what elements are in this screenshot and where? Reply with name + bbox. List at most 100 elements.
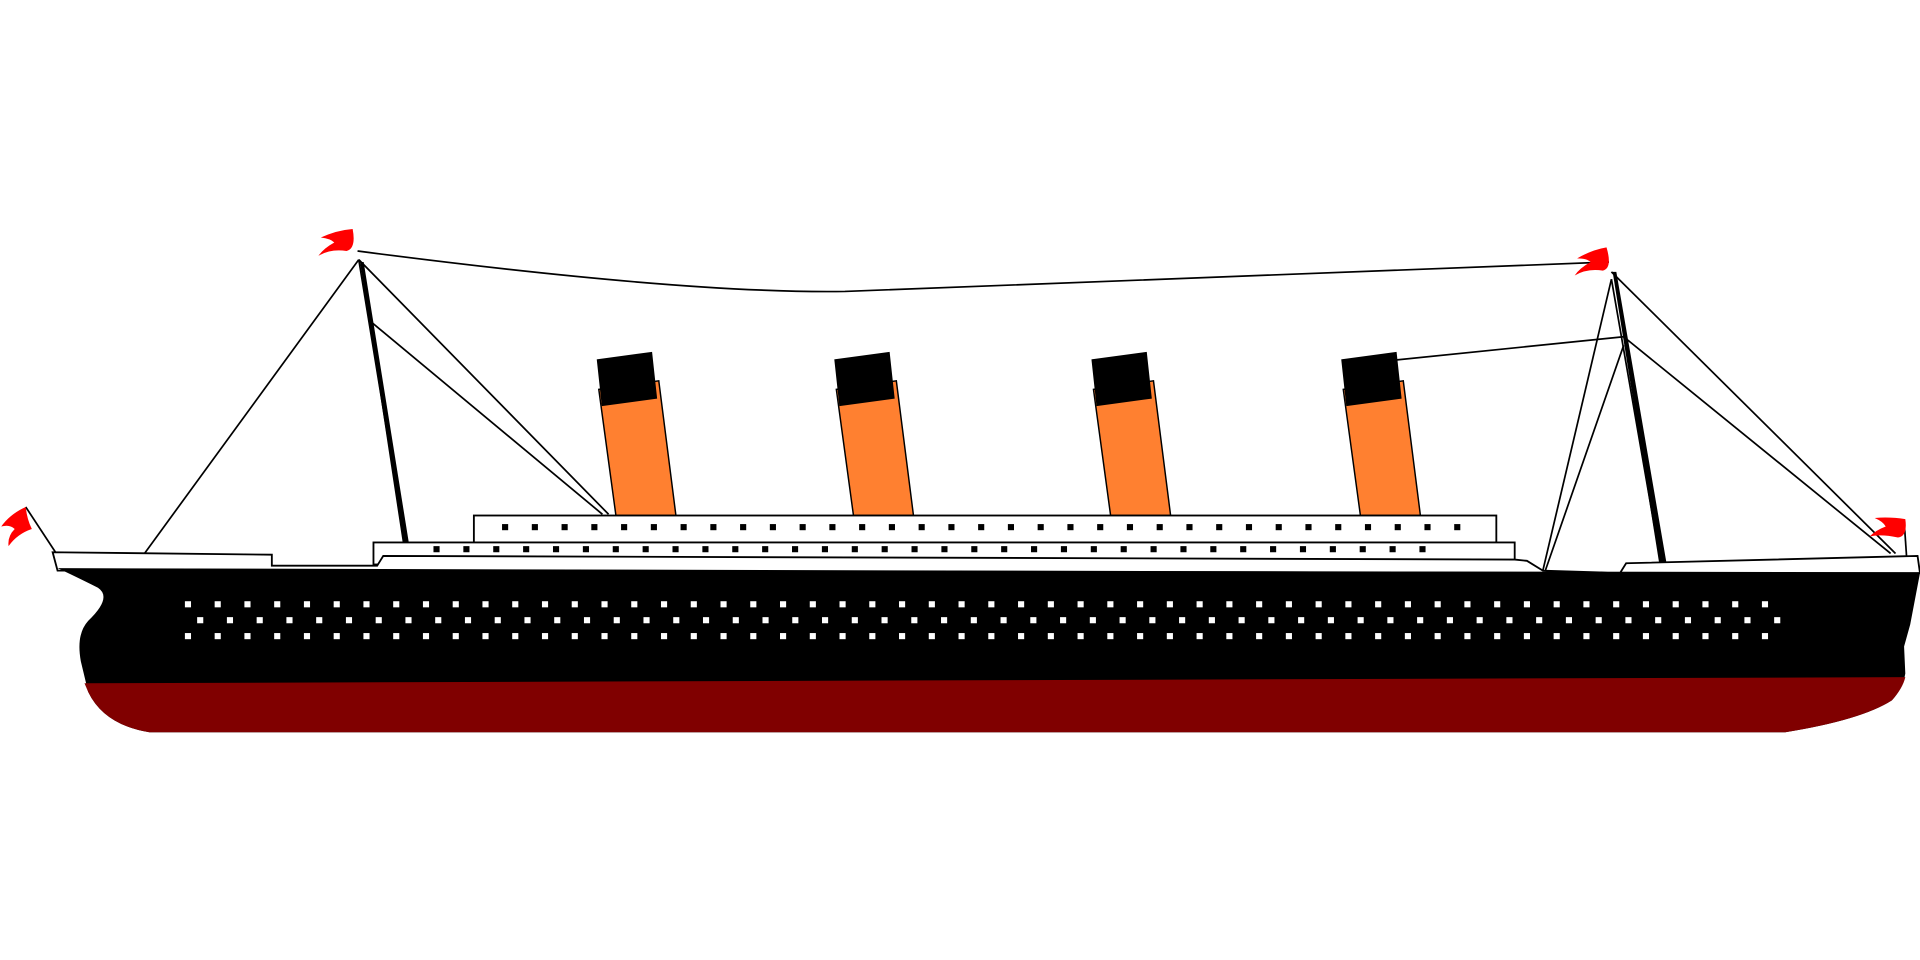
porthole	[1327, 617, 1334, 624]
porthole	[1702, 601, 1709, 608]
fore-mast-flag-icon	[318, 228, 354, 256]
porthole	[274, 633, 281, 640]
deck-window	[1424, 524, 1431, 531]
porthole	[1060, 617, 1067, 624]
porthole	[1642, 601, 1650, 608]
deck-window	[1210, 546, 1217, 553]
deck-window	[1180, 546, 1187, 553]
porthole	[422, 633, 430, 640]
porthole	[1077, 633, 1084, 640]
porthole	[244, 601, 251, 608]
deck-window	[493, 546, 500, 553]
porthole	[286, 617, 293, 624]
porthole	[1107, 633, 1114, 640]
porthole	[541, 601, 549, 608]
porthole	[1345, 633, 1352, 640]
porthole	[839, 601, 846, 608]
porthole	[1166, 601, 1173, 608]
porthole	[988, 601, 995, 608]
deck-window	[1275, 524, 1282, 531]
porthole	[631, 601, 638, 608]
porthole	[809, 633, 816, 640]
deck-window	[829, 524, 836, 531]
porthole	[792, 617, 799, 624]
funnel-cap	[834, 351, 895, 407]
porthole	[435, 617, 442, 624]
superstructure	[51, 514, 1920, 574]
porthole	[732, 617, 739, 624]
porthole	[1434, 633, 1441, 640]
porthole	[1583, 633, 1590, 640]
porthole	[1018, 633, 1025, 640]
hull-bottom-red	[84, 677, 1906, 733]
porthole	[1404, 601, 1411, 608]
porthole	[1702, 633, 1709, 640]
porthole	[1774, 617, 1781, 624]
porthole	[1565, 617, 1572, 624]
porthole	[256, 617, 263, 624]
deck-window	[582, 546, 589, 553]
deck-window	[1245, 524, 1253, 531]
porthole	[1179, 617, 1186, 624]
funnel-cap	[596, 351, 658, 407]
deck-window	[792, 546, 799, 553]
upper-deck	[472, 514, 1498, 544]
porthole	[1446, 617, 1453, 624]
porthole	[720, 601, 727, 608]
deck-window	[702, 546, 709, 553]
porthole	[184, 633, 192, 640]
porthole	[512, 633, 519, 640]
deck-window	[1097, 524, 1104, 531]
porthole	[571, 633, 578, 640]
porthole	[970, 617, 977, 624]
porthole	[482, 601, 489, 608]
porthole	[1196, 633, 1203, 640]
deck-window	[851, 546, 858, 553]
deck-window	[769, 524, 776, 531]
porthole	[214, 633, 221, 640]
masts	[360, 262, 1667, 564]
porthole	[1047, 601, 1054, 608]
porthole	[1476, 617, 1483, 624]
porthole	[822, 617, 829, 624]
porthole	[869, 601, 876, 608]
porthole	[1119, 617, 1126, 624]
deck-window	[642, 546, 649, 553]
deck-window	[859, 524, 866, 531]
porthole	[1536, 617, 1543, 624]
deck-window	[1299, 546, 1307, 553]
deck-window	[1060, 546, 1068, 553]
deck-window	[1007, 524, 1014, 531]
porthole	[422, 601, 430, 608]
porthole	[1018, 601, 1025, 608]
deck-window	[552, 546, 560, 553]
porthole	[780, 633, 787, 640]
deck-window	[621, 524, 628, 531]
deck-window	[1329, 546, 1336, 553]
porthole	[1642, 633, 1650, 640]
porthole	[1464, 601, 1471, 608]
porthole	[1137, 633, 1144, 640]
deck-window	[948, 524, 955, 531]
aft-brace-line-1	[1610, 271, 1897, 555]
porthole	[1166, 633, 1173, 640]
deck-window	[1067, 524, 1074, 531]
porthole	[1613, 633, 1620, 640]
porthole	[958, 601, 965, 608]
porthole	[851, 617, 858, 624]
porthole	[928, 633, 935, 640]
deck-window	[1454, 524, 1461, 531]
porthole	[1196, 601, 1203, 608]
antenna-wire	[357, 250, 1610, 293]
deck-window	[1394, 524, 1401, 531]
porthole	[1375, 601, 1382, 608]
porthole	[393, 601, 400, 608]
porthole	[1208, 617, 1215, 624]
porthole	[1523, 601, 1530, 608]
porthole	[1464, 633, 1471, 640]
porthole	[941, 617, 948, 624]
porthole	[1625, 617, 1632, 624]
porthole	[750, 601, 757, 608]
bow-flagstaff-line	[24, 506, 58, 554]
porthole	[613, 617, 620, 624]
